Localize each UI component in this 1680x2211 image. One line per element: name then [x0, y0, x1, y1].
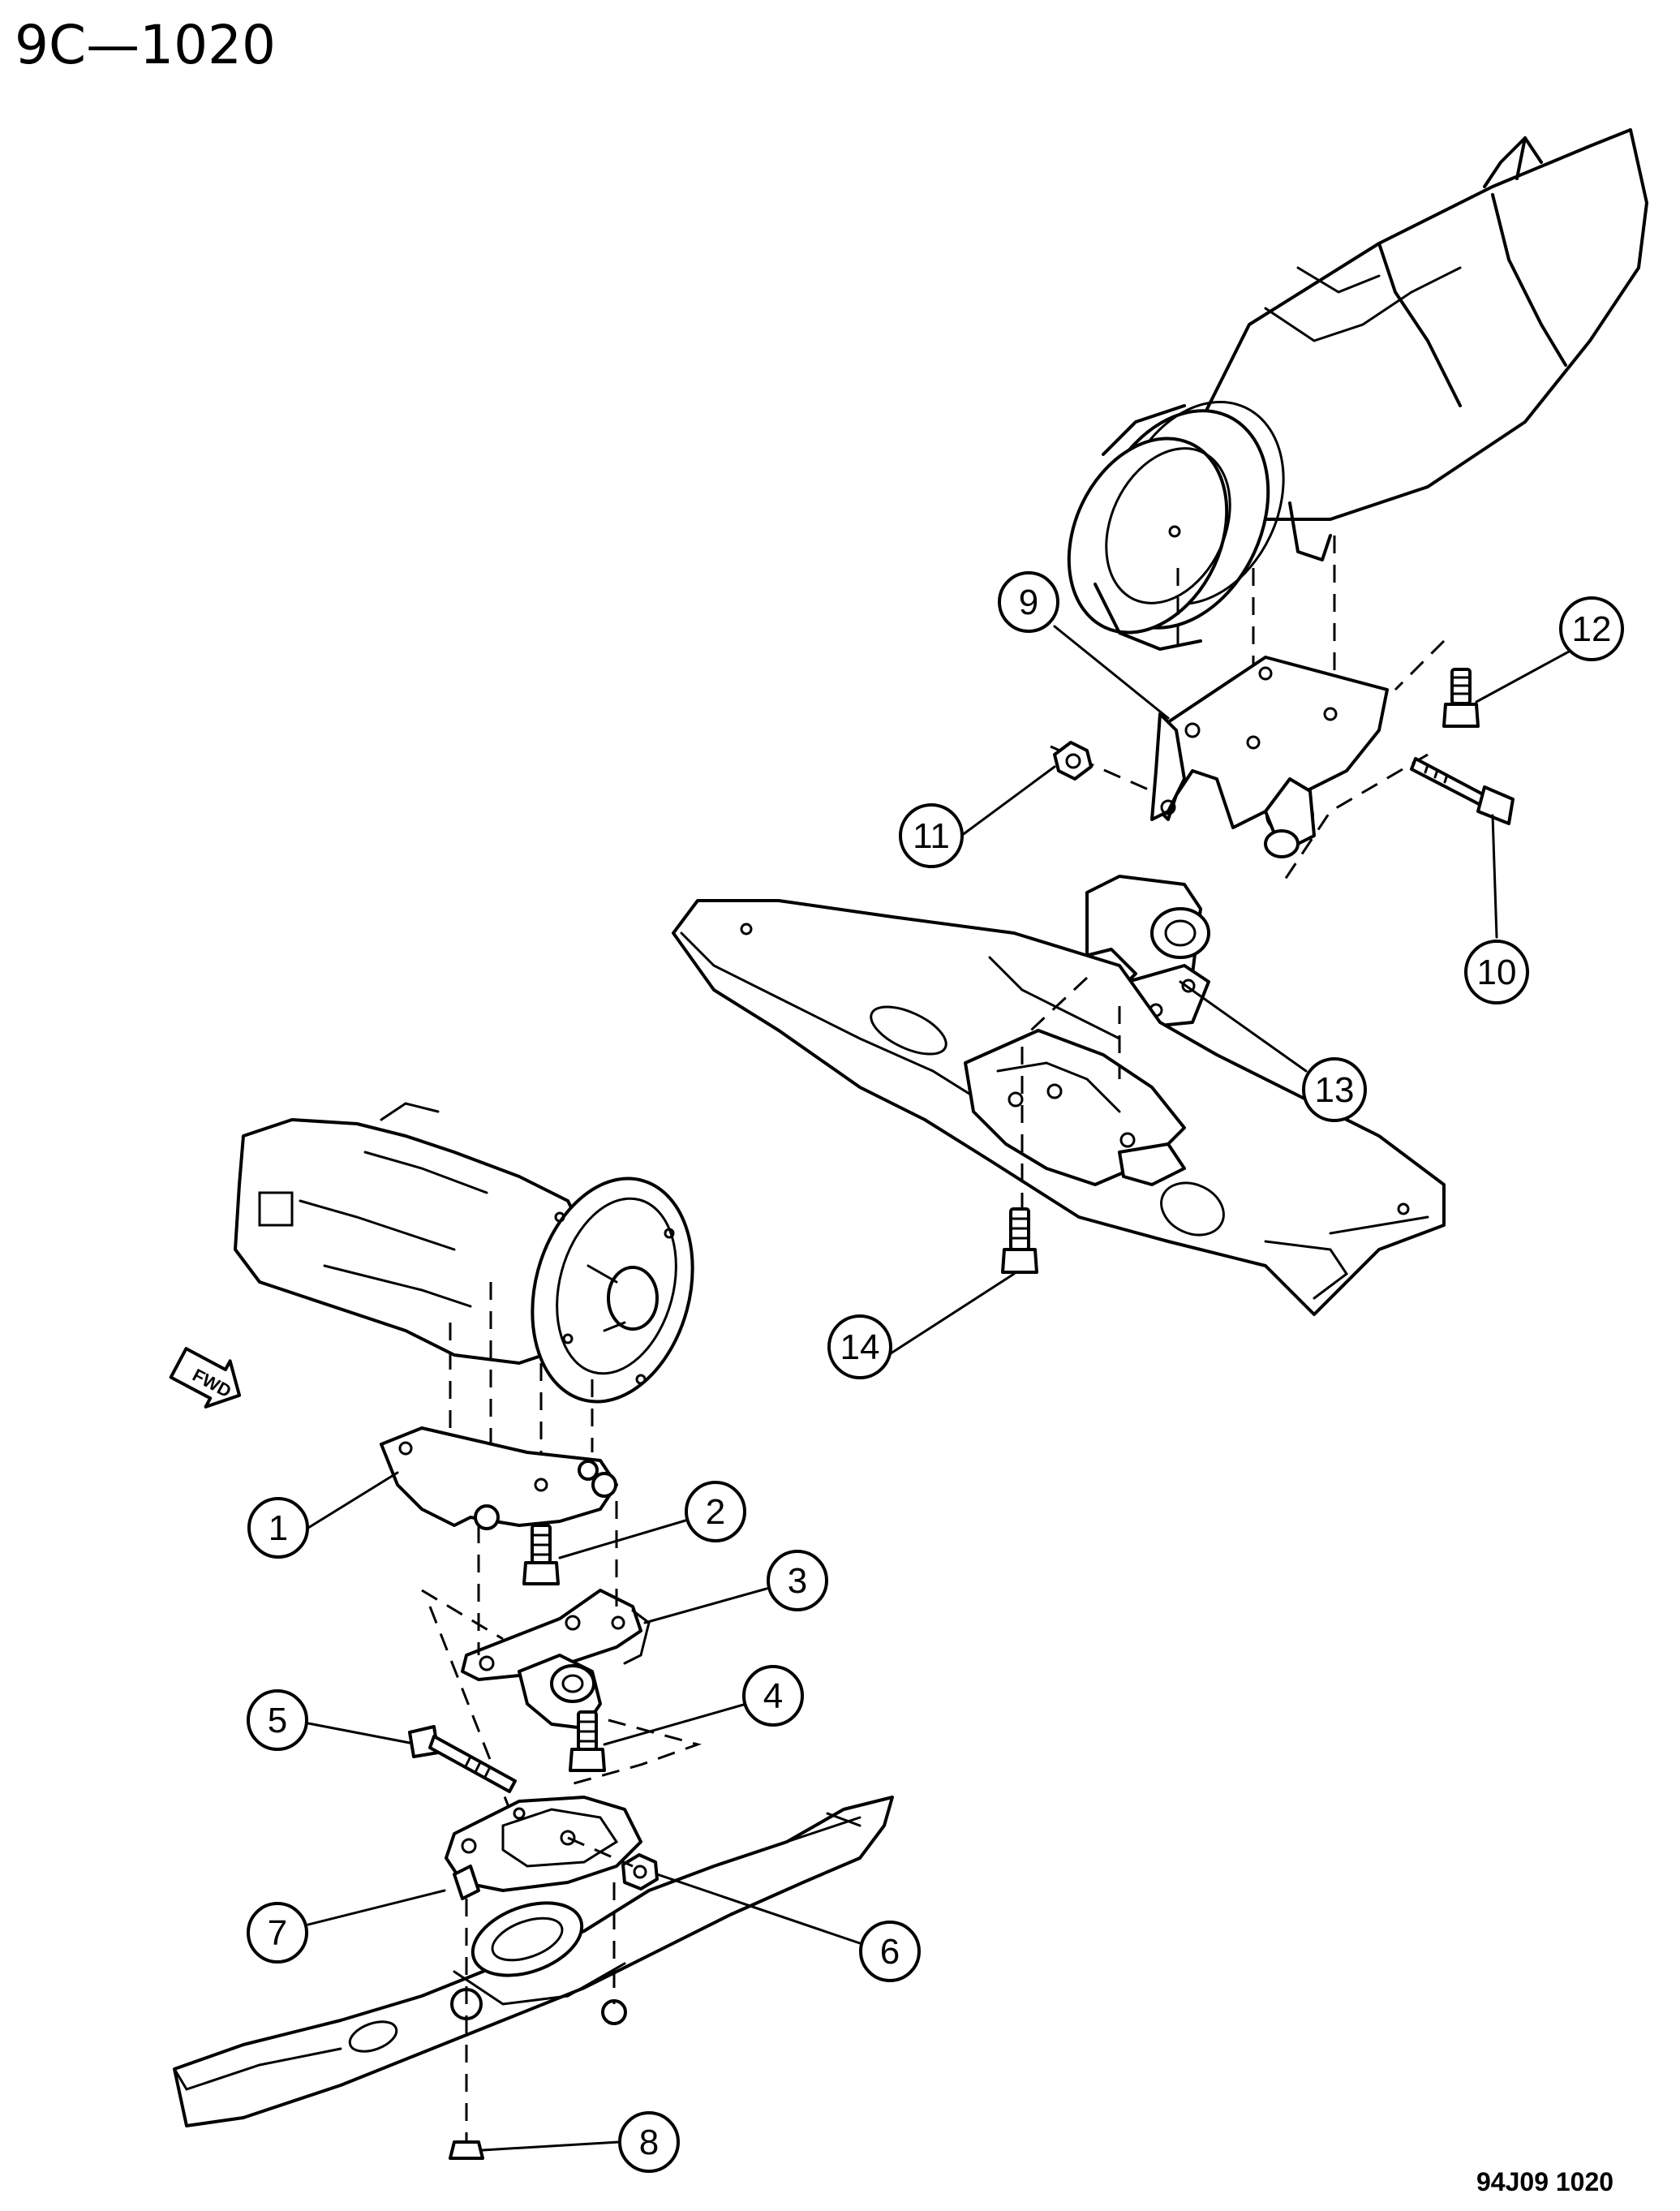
- lower-transmission: [234, 1102, 694, 1404]
- callout-number: 3: [788, 1561, 807, 1601]
- callout-circle: [1302, 1057, 1367, 1122]
- callout-13: 13: [1302, 1057, 1367, 1122]
- bolt-2: [522, 1524, 560, 1585]
- callout-number: 7: [268, 1913, 287, 1953]
- alignment-line: [1050, 745, 1153, 793]
- callout-12: 12: [1559, 596, 1624, 661]
- callout-2: 2: [685, 1481, 746, 1542]
- callout-number: 12: [1572, 609, 1612, 649]
- upper-adapter-bracket: [1150, 656, 1389, 858]
- callout-1: 1: [247, 1497, 309, 1559]
- callout-9: 9: [998, 571, 1059, 633]
- callout-number: 10: [1477, 953, 1517, 992]
- drawing-code: 94J09 1020: [1476, 2167, 1613, 2196]
- callout-10: 10: [1464, 940, 1529, 1004]
- alignment-line: [567, 1836, 634, 1868]
- callout-circle: [247, 1902, 308, 1964]
- callout-number: 14: [840, 1327, 880, 1367]
- bolt-10: [1410, 757, 1515, 825]
- bolt-14: [1001, 1207, 1038, 1274]
- callout-4: 4: [742, 1665, 804, 1727]
- callout-number: 6: [880, 1932, 900, 1972]
- callout-number: 9: [1019, 583, 1038, 622]
- callout-5: 5: [247, 1689, 308, 1751]
- callout-circle: [827, 1314, 892, 1379]
- callout-circle: [899, 803, 964, 868]
- callout-circle: [742, 1665, 804, 1727]
- figure-number: 9C—1020: [15, 14, 276, 76]
- callout-number: 2: [706, 1492, 725, 1532]
- alignment-line: [1020, 976, 1089, 1040]
- upper-transmission: [1067, 128, 1648, 651]
- insulator-7: [445, 1796, 642, 1900]
- callout-circle: [685, 1481, 746, 1542]
- callout-7: 7: [247, 1902, 308, 1964]
- callout-14: 14: [827, 1314, 892, 1379]
- callout-circle: [1464, 940, 1529, 1004]
- callout-11: 11: [899, 803, 964, 868]
- alignment-line: [421, 1589, 521, 1835]
- insulator-bracket-3: [461, 1589, 651, 1730]
- callout-circle: [618, 2111, 680, 2173]
- callout-circle: [1559, 596, 1624, 661]
- crossmember-mount-plate: [964, 1029, 1186, 1186]
- callout-6: 6: [859, 1921, 921, 1982]
- callout-8: 8: [618, 2111, 680, 2173]
- callout-3: 3: [767, 1550, 828, 1611]
- bolt-4: [569, 1710, 606, 1772]
- alignment-line: [1280, 753, 1429, 885]
- callout-number: 8: [639, 2123, 659, 2162]
- bolt-12: [1442, 668, 1480, 728]
- callout-circle: [767, 1550, 828, 1611]
- callout-circle: [247, 1497, 309, 1559]
- callout-number: 4: [763, 1676, 783, 1716]
- callout-number: 11: [913, 816, 950, 856]
- alignment-line: [1394, 639, 1446, 691]
- alignment-line: [567, 1718, 702, 1787]
- callout-number: 13: [1315, 1070, 1355, 1110]
- nut-8: [449, 2140, 484, 2160]
- callout-number: 5: [268, 1701, 287, 1740]
- callout-circle: [998, 571, 1059, 633]
- forward-direction-arrow: FWD: [169, 1347, 242, 1409]
- lower-adapter-1: [380, 1426, 618, 1530]
- bolt-5: [408, 1725, 517, 1793]
- callout-circle: [247, 1689, 308, 1751]
- lower-crossmember: [173, 1796, 894, 2127]
- callout-number: 1: [269, 1508, 288, 1548]
- nut-6: [621, 1853, 659, 1891]
- callout-circle: [859, 1921, 921, 1982]
- nut-11: [1053, 741, 1093, 781]
